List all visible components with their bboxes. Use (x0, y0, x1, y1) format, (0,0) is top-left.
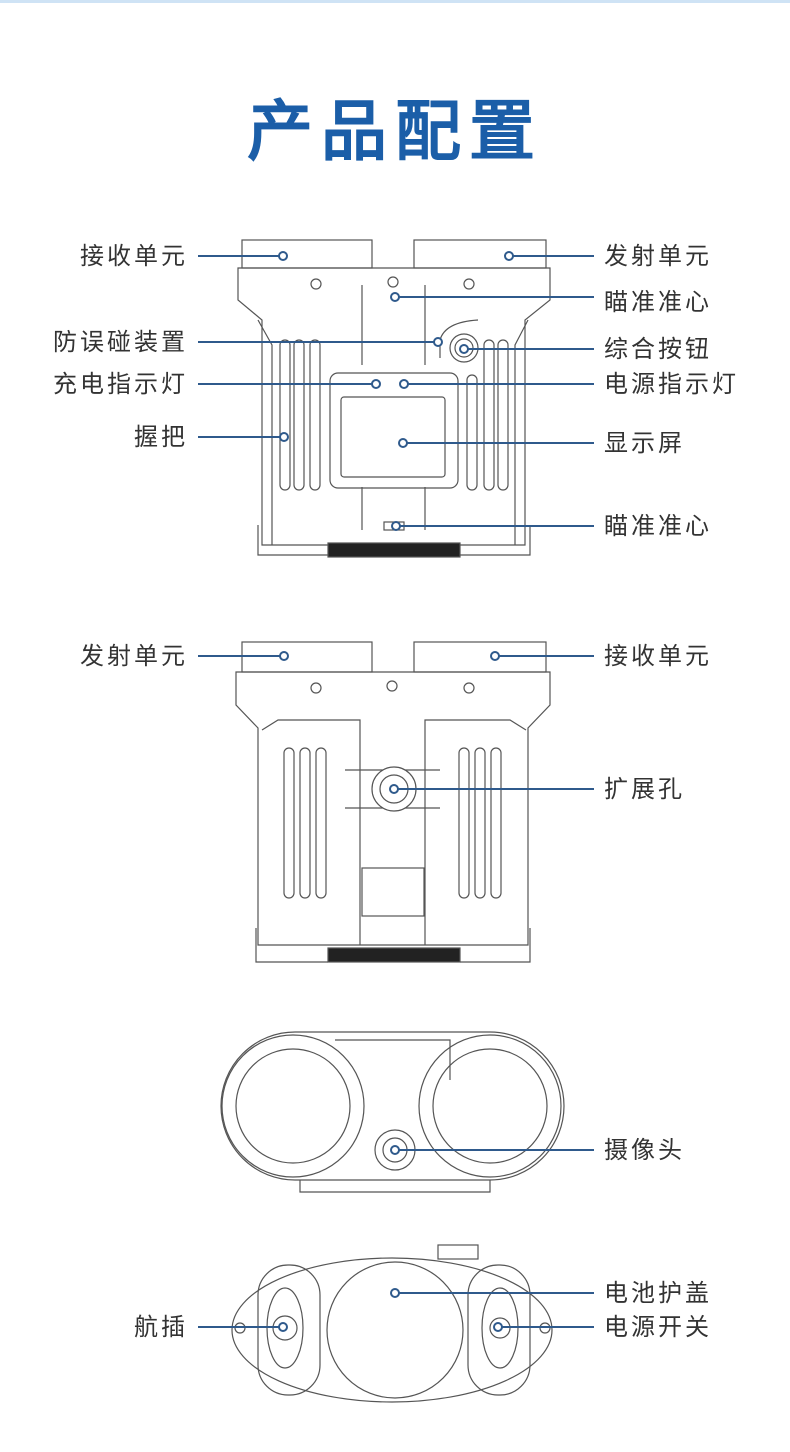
label-receiver-unit-front: 接收单元 (80, 242, 188, 270)
label-power-switch: 电源开关 (604, 1313, 712, 1341)
label-transmitter-unit-back: 发射单元 (80, 642, 188, 670)
callout-dot-anti-touch-device (433, 337, 443, 347)
callout-dot-grip (279, 432, 289, 442)
callout-dot-combo-button (459, 344, 469, 354)
page-title: 产品配置 (247, 93, 543, 170)
front-view-drawing (237, 239, 551, 558)
label-aviation-plug: 航插 (134, 1313, 188, 1341)
label-receiver-unit-back: 接收单元 (604, 642, 712, 670)
callout-dot-expansion-hole (389, 784, 399, 794)
label-aim-reticle-top: 瞄准准心 (604, 288, 712, 316)
callout-dot-display (398, 438, 408, 448)
label-grip: 握把 (134, 423, 188, 451)
callout-dot-aim-reticle-top (390, 292, 400, 302)
callout-lines (198, 251, 594, 1332)
label-expansion-hole: 扩展孔 (604, 775, 685, 803)
callout-dot-aviation-plug (278, 1322, 288, 1332)
callout-dot-power-indicator (399, 379, 409, 389)
callout-dot-receiver-unit-front (278, 251, 288, 261)
callout-dot-charge-indicator (371, 379, 381, 389)
callout-dot-transmitter-unit-back (279, 651, 289, 661)
callout-dot-receiver-unit-back (490, 651, 500, 661)
label-battery-cover: 电池护盖 (604, 1279, 712, 1307)
label-anti-touch-device: 防误碰装置 (53, 328, 188, 356)
top-view-drawing (220, 1031, 565, 1193)
callout-dot-battery-cover (390, 1288, 400, 1298)
callout-dot-camera (390, 1145, 400, 1155)
label-combo-button: 综合按钮 (604, 335, 712, 363)
label-power-indicator: 电源指示灯 (604, 370, 739, 398)
label-transmitter-unit-front: 发射单元 (604, 242, 712, 270)
label-camera: 摄像头 (604, 1136, 685, 1164)
callout-dot-transmitter-unit-front (504, 251, 514, 261)
label-aim-reticle-bottom: 瞄准准心 (604, 512, 712, 540)
label-display: 显示屏 (604, 429, 685, 457)
callout-dot-aim-reticle-bottom (391, 521, 401, 531)
bottom-view-drawing (231, 1244, 553, 1403)
callout-dot-power-switch (493, 1322, 503, 1332)
label-charge-indicator: 充电指示灯 (53, 370, 188, 398)
top-accent-bar (0, 0, 790, 3)
back-view-drawing (235, 641, 551, 963)
